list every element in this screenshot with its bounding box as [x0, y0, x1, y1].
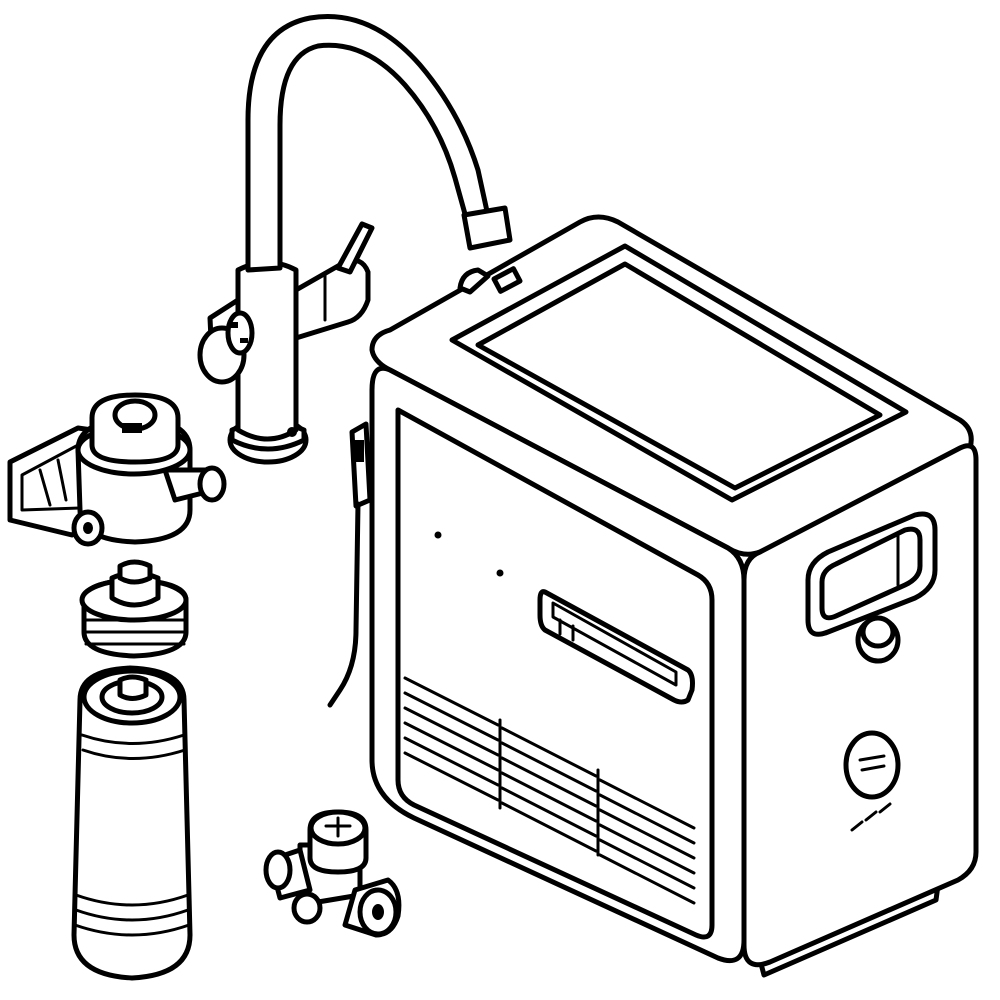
boiler-lid-inner [475, 261, 883, 491]
side-connector [327, 421, 373, 708]
pressure-valve [263, 809, 402, 938]
filter-cap [79, 559, 189, 659]
faucet [197, 14, 513, 465]
filter-head [7, 392, 227, 547]
boiler-front-face [369, 365, 747, 964]
boiler-top-port [491, 266, 523, 294]
panel-dot [434, 531, 442, 539]
filter-outlet [162, 465, 227, 503]
left-lever[interactable] [197, 297, 255, 385]
temperature-knob[interactable] [855, 615, 901, 664]
boiler-front-panel [395, 407, 715, 940]
right-lever[interactable] [293, 221, 375, 341]
boiler-lid-outer [449, 243, 909, 503]
inlet-stub [457, 267, 491, 295]
brand-logo [843, 730, 901, 832]
front-handle[interactable] [537, 589, 695, 705]
boiler-unit [327, 214, 979, 978]
faucet-spout [245, 14, 493, 273]
faucet-body-dot [287, 427, 297, 437]
filter-cartridge [71, 665, 193, 981]
faucet-spout-tip [461, 205, 513, 251]
vent-grille [498, 718, 600, 857]
vent-lines [403, 676, 696, 905]
panel-dot [496, 569, 504, 577]
side-handle[interactable] [805, 511, 938, 637]
